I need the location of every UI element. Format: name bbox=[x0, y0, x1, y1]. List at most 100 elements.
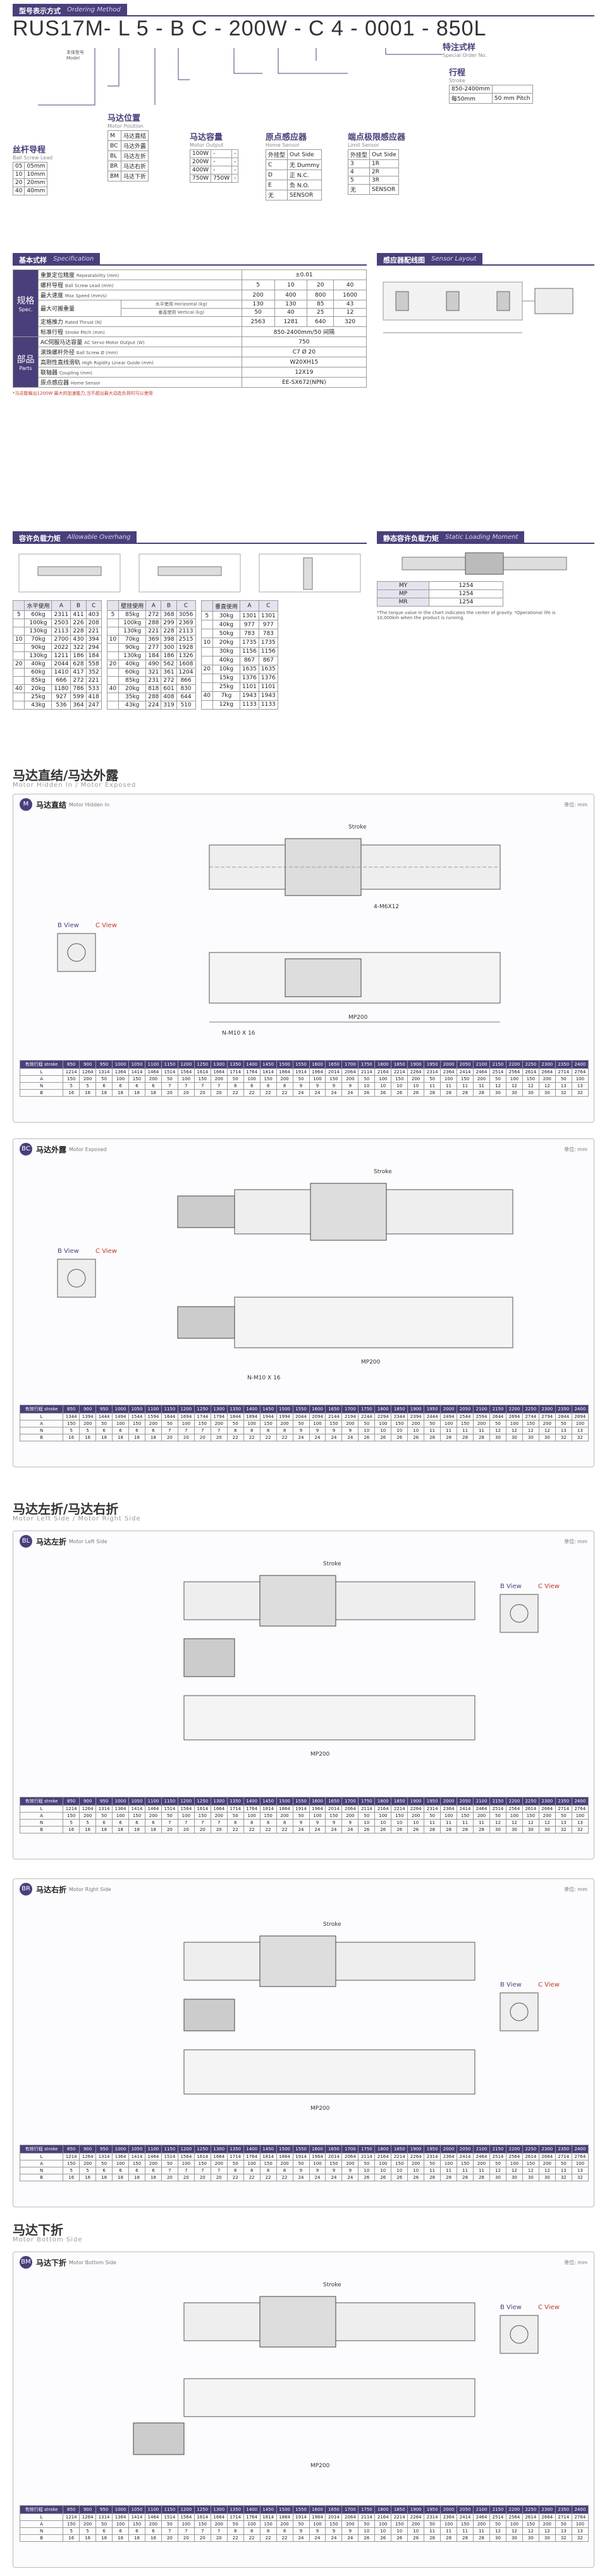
panel-unit: 单位: mm bbox=[564, 801, 587, 808]
dim-cell: 20 bbox=[177, 1434, 195, 1441]
dim-cell: 100 bbox=[243, 1075, 261, 1083]
overhang-vertical-cell: 977 bbox=[258, 620, 278, 630]
dim-cell: 2614 bbox=[522, 2153, 539, 2160]
dim-cell: 150 bbox=[193, 2160, 211, 2167]
spec-value: 2563 bbox=[241, 316, 275, 327]
dim-stroke-value: 2150 bbox=[489, 1060, 506, 1069]
dim-cell: 50 bbox=[226, 1075, 244, 1083]
dim-cell: 11 bbox=[473, 1427, 490, 1434]
overhang-horizontal-cell: 2113 bbox=[51, 627, 71, 636]
overhang-vertical-cell: 40 bbox=[200, 691, 213, 701]
dim-stroke-value: 1300 bbox=[210, 2145, 228, 2154]
dim-cell: 24 bbox=[341, 1826, 359, 1833]
dim-cell: 18 bbox=[95, 1826, 113, 1833]
dim-cell: 22 bbox=[276, 1826, 293, 1833]
dim-cell: 1414 bbox=[128, 1068, 145, 1076]
dim-cell: 1414 bbox=[128, 2153, 145, 2160]
dim-stroke-value: 1600 bbox=[309, 2505, 326, 2514]
dim-cell: 2014 bbox=[325, 1068, 343, 1076]
dim-cell: 16 bbox=[79, 1089, 97, 1097]
dim-cell: 30 bbox=[522, 1826, 539, 1833]
overhang-wall-cell: 130kg bbox=[118, 651, 147, 660]
dim-cell: 1914 bbox=[292, 1805, 310, 1813]
dim-cell: 7 bbox=[161, 2527, 178, 2535]
ordering-method-section: 型号表示方式 Ordering Method RUS17M- L 5 - B C… bbox=[12, 4, 594, 213]
overhang-vertical-cell: 12kg bbox=[212, 699, 240, 710]
lead-value: 20mm bbox=[24, 178, 48, 187]
dim-stroke-value: 1700 bbox=[341, 1797, 359, 1806]
overhang-vertical-cell bbox=[200, 682, 213, 692]
dim-cell: 50 bbox=[358, 1812, 376, 1820]
c-view-label: C View bbox=[95, 922, 117, 929]
dim-cell: 2114 bbox=[358, 2513, 376, 2521]
dim-cell: 50 bbox=[424, 1075, 441, 1083]
t1-head: B bbox=[70, 600, 87, 611]
dim-stroke-value: 1200 bbox=[177, 1797, 195, 1806]
dim-cell: 1314 bbox=[95, 2153, 113, 2160]
dim-cell: 16 bbox=[63, 2534, 80, 2542]
dim-row-label: A bbox=[19, 1812, 64, 1820]
panel-motor-hidden: M 马达直结 Motor Hidden In 单位: mm Stroke MP2… bbox=[13, 794, 594, 1123]
dim-cell: 150 bbox=[522, 1812, 539, 1820]
overhang-wall-cell: 277 bbox=[145, 643, 162, 652]
spec-title-en: Specification bbox=[53, 253, 101, 266]
pos-code: M bbox=[107, 130, 121, 141]
dim-cell: 1564 bbox=[177, 1805, 195, 1813]
dim-cell: 150 bbox=[391, 1420, 408, 1427]
dim-cell: 9 bbox=[341, 1819, 359, 1827]
dim-stroke-value: 1400 bbox=[243, 2505, 261, 2514]
dim-cell: 24 bbox=[341, 2174, 359, 2181]
overhang-vertical-cell bbox=[200, 620, 213, 630]
c-view-label: C View bbox=[538, 2304, 560, 2311]
dim-cell: 1614 bbox=[193, 2153, 211, 2160]
dim-cell: 150 bbox=[325, 2160, 343, 2167]
dim-cell: 22 bbox=[243, 1434, 261, 1441]
dim-cell: 16 bbox=[63, 1434, 80, 1441]
limit-sensor-zh: 端点极限感应器 bbox=[348, 133, 406, 142]
dim-stroke-value: 850 bbox=[63, 1060, 80, 1069]
b-view-label: B View bbox=[58, 1248, 79, 1255]
lead-code: 10 bbox=[12, 170, 25, 179]
dim-cell: 8 bbox=[226, 1819, 244, 1827]
dim-cell: 50 bbox=[161, 1075, 178, 1083]
dim-cell: 26 bbox=[407, 2534, 425, 2542]
dim-cell: 1764 bbox=[243, 2513, 261, 2521]
dim-cell: 1614 bbox=[193, 2513, 211, 2521]
dim-cell: 13 bbox=[571, 1819, 589, 1827]
panel-unit: 单位: mm bbox=[564, 1886, 587, 1892]
overhang-horizontal-cell: 2700 bbox=[51, 635, 71, 644]
dim-cell: 1864 bbox=[276, 1805, 293, 1813]
static-value: 1254 bbox=[429, 581, 503, 590]
dim-cell: 50 bbox=[555, 1075, 572, 1083]
dim-cell: 2094 bbox=[309, 1413, 326, 1420]
dim-stroke-value: 1750 bbox=[358, 1060, 376, 1069]
dim-cell: 7 bbox=[210, 1819, 228, 1827]
dim-stroke-value: 1550 bbox=[292, 1405, 310, 1414]
dim-stroke-value: 1350 bbox=[226, 1797, 244, 1806]
overhang-horizontal-cell bbox=[12, 676, 25, 685]
panel-motor-exposed: BC 马达外露 Motor Exposed 单位: mm Stroke MP20… bbox=[13, 1138, 594, 1467]
dim-cell: 150 bbox=[128, 2160, 145, 2167]
overhang-horizontal-cell: 927 bbox=[51, 693, 71, 701]
dim-cell: 50 bbox=[292, 1812, 310, 1820]
mp-label: MP200 bbox=[310, 1751, 330, 1758]
dim-cell: 2114 bbox=[358, 2153, 376, 2160]
dim-cell: 1664 bbox=[210, 2513, 228, 2521]
dim-cell: 6 bbox=[128, 1427, 145, 1434]
overhang-horizontal-cell: 1211 bbox=[51, 651, 71, 660]
dim-cell: 1914 bbox=[292, 2513, 310, 2521]
dim-cell: 6 bbox=[95, 2167, 113, 2174]
spec-sub: 水平使用 Horizontal (kg) bbox=[120, 300, 242, 309]
dim-cell: 2214 bbox=[391, 1068, 408, 1076]
dim-stroke-value: 1750 bbox=[358, 2505, 376, 2514]
